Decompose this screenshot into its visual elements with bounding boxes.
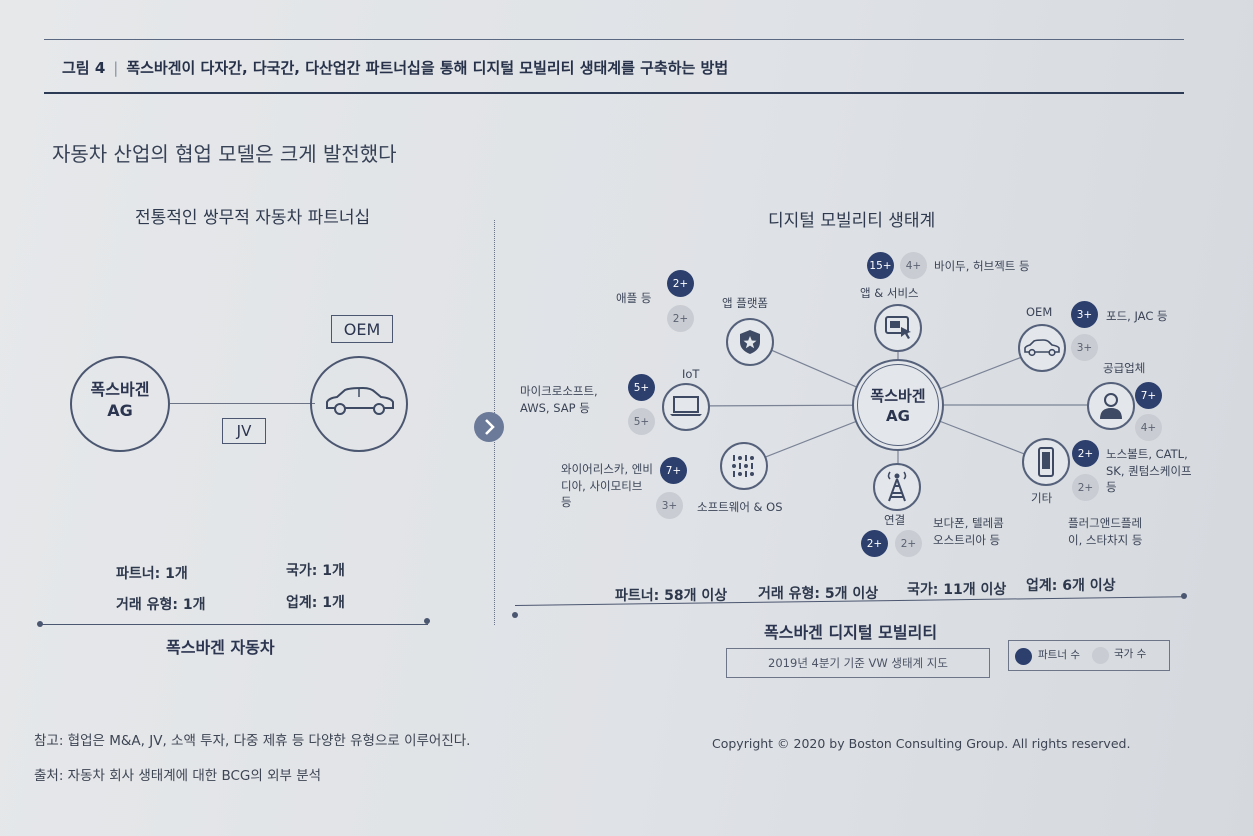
software-label: 소프트웨어 & OS [697,500,783,514]
app-services-partners: 바이두, 허브젝트 등 [934,259,1030,273]
legend-partner-swatch [1015,648,1032,665]
iot-partner-badge: 5+ [628,374,655,401]
app-platform-partner-badge: 2+ [667,270,694,297]
vw-node-center-label: 폭스바겐 AG [870,387,926,425]
left-footer-dot-l [37,621,43,627]
left-link-line [170,403,315,404]
left-stat-industries: 업계: 1개 [286,595,345,611]
laptop-icon [670,396,702,416]
phone-icon [1038,447,1054,477]
software-country-badge: 3+ [656,492,683,519]
antenna-tower-icon [887,471,907,502]
left-stat-countries: 국가: 1개 [286,563,345,579]
other-partners: 노스볼트, CATL, SK, 퀀텀스케이프 등 [1106,447,1192,495]
oem-label: OEM [343,319,381,339]
car-icon [326,386,394,415]
vw-node-center-inner [857,364,939,446]
software-partner-badge: 7+ [660,457,687,484]
shield-icon [740,330,760,354]
oem-node-left [310,356,408,452]
right-stat-deal-types: 거래 유형: 5개 이상 [758,586,879,602]
arrow-circle [474,412,504,442]
other-country-badge: 2+ [1072,474,1099,501]
supplier-label: 공급업체 [1103,361,1146,375]
right-footer-dot-l [512,612,518,618]
connectivity-partner-badge: 2+ [861,530,888,557]
software-partners: 와이어리스카, 엔비디아, 사이모티브 등 [561,462,653,510]
iot-country-badge: 5+ [628,408,655,435]
legend-country-label: 국가 수 [1114,648,1147,660]
supplier-country-badge: 4+ [1135,414,1162,441]
vw-node-left-label: 폭스바겐 AG [90,380,150,420]
reference-note: 참고: 협업은 M&A, JV, 소액 투자, 다중 제휴 등 다양한 유형으로… [34,733,471,749]
figure-title-text: 폭스바겐이 다자간, 다국간, 다산업간 파트너십을 통해 디지털 모빌리티 생… [126,59,729,77]
figure-subtitle: 자동차 산업의 협업 모델은 크게 발전했다 [52,142,397,166]
right-footer-title: 폭스바겐 디지털 모빌리티 [764,623,938,642]
connectivity-country-badge: 2+ [895,530,922,557]
binary-code-icon [732,455,754,477]
person-icon [1100,393,1122,419]
legend-country-swatch [1092,647,1109,664]
left-footer-dot-r [424,618,430,624]
jv-label-box: JV [222,418,266,444]
source-box: 2019년 4분기 기준 VW 생태계 지도 [726,648,990,678]
figure-title: 그림 4|폭스바겐이 다자간, 다국간, 다산업간 파트너십을 통해 디지털 모… [62,59,729,77]
oem-right-node [1018,324,1066,372]
left-footer-line [40,624,428,625]
chevron-right-icon [485,419,495,435]
oem-right-label: OEM [1026,305,1053,319]
copyright-note: Copyright © 2020 by Boston Consulting Gr… [712,736,1131,751]
oem-right-partners: 포드, JAC 등 [1106,309,1168,323]
oem-right-partner-badge: 3+ [1071,301,1098,328]
app-services-label: 앱 & 서비스 [860,286,919,300]
source-box-text: 2019년 4분기 기준 VW 생태계 지도 [768,656,948,670]
source-note: 출처: 자동차 회사 생태계에 대한 BCG의 외부 분석 [34,768,322,784]
right-footer-dot-r [1181,593,1187,599]
app-services-country-badge: 4+ [900,252,927,279]
other-partner-badge: 2+ [1072,440,1099,467]
figure-label: 그림 4 [62,59,106,77]
title-underline [44,92,1184,94]
legend-partner-label: 파트너 수 [1038,649,1080,661]
right-stat-countries: 국가: 11개 이상 [907,582,1007,598]
left-stat-partners: 파트너: 1개 [116,566,188,582]
iot-label: IoT [682,367,700,381]
connectivity-label: 연결 [884,513,906,527]
jv-label: JV [236,422,252,440]
vw-node-left [70,356,170,452]
car-small-icon [1024,339,1060,357]
left-footer-title: 폭스바겐 자동차 [166,638,275,657]
left-heading: 전통적인 쌍무적 자동차 파트너십 [135,208,371,228]
iot-node [662,383,710,431]
legend-box [1008,640,1170,671]
right-stat-industries: 업계: 6개 이상 [1026,578,1116,594]
oem-right-country-badge: 3+ [1071,334,1098,361]
right-stat-partners: 파트너: 58개 이상 [615,588,728,604]
left-stat-deal-types: 거래 유형: 1개 [116,597,206,613]
other-label: 기타 [1031,491,1053,505]
iot-partners: 마이크로소프트, AWS, SAP 등 [520,384,598,415]
tablet-touch-icon [885,316,911,339]
app-platform-label: 앱 플랫폼 [722,296,768,310]
oem-label-box: OEM [331,315,393,343]
supplier-partner-badge: 7+ [1135,382,1162,409]
right-heading: 디지털 모빌리티 생태계 [768,211,936,231]
app-platform-country-badge: 2+ [667,305,694,332]
other-partners-2: 플러그앤드플레이, 스타차지 등 [1068,516,1143,547]
connectivity-partners: 보다폰, 텔레콤 오스트리아 등 [933,516,1004,547]
top-rule [44,39,1184,40]
app-services-partner-badge: 15+ [867,252,894,279]
app-platform-partners: 애플 등 [616,291,652,305]
